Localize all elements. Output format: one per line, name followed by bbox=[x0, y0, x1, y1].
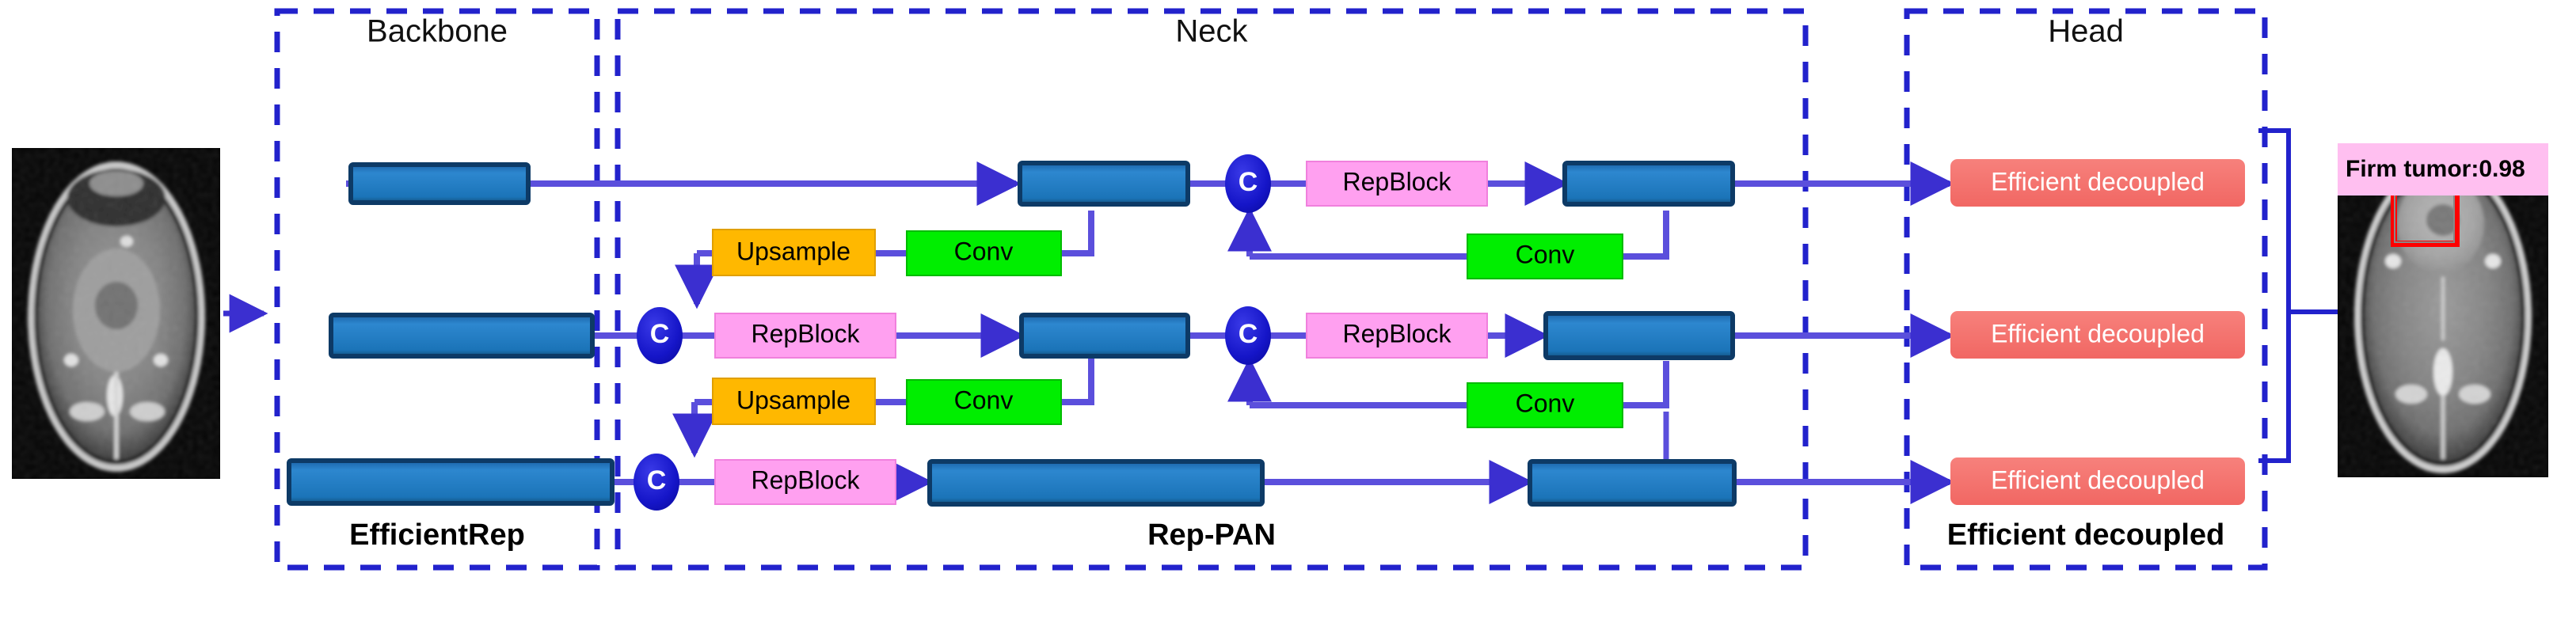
upsample-1-box[interactable] bbox=[712, 229, 876, 276]
detect-head-large-label: Efficient decoupled bbox=[1991, 167, 2205, 196]
conv-top-box[interactable] bbox=[906, 230, 1062, 276]
conv-mid-box[interactable] bbox=[906, 379, 1062, 425]
neck-block-n6 bbox=[1528, 459, 1737, 507]
neck-conv-blocks: Conv Conv Conv Conv bbox=[906, 230, 1623, 428]
concat-4-circle[interactable] bbox=[1225, 306, 1271, 365]
detect-head-medium-box[interactable] bbox=[1950, 311, 2245, 359]
edge-conv4-to-n5 bbox=[1622, 361, 1669, 408]
concat-2-label: C bbox=[647, 465, 667, 495]
concat-1-label: C bbox=[650, 319, 670, 349]
concat-1-circle[interactable] bbox=[637, 307, 683, 364]
neck-block-n1 bbox=[1018, 161, 1190, 207]
backbone-section-footer: EfficientRep bbox=[349, 518, 525, 552]
repblock-2-label: RepBlock bbox=[751, 465, 861, 494]
head-section-footer: Efficient decoupled bbox=[1947, 518, 2224, 552]
neck-repblocks: RepBlock RepBlock RepBlock RepBlock bbox=[714, 161, 1488, 505]
concat-2-circle[interactable] bbox=[634, 454, 679, 511]
conv-down-2-label: Conv bbox=[1516, 389, 1575, 417]
neck-feature-blocks bbox=[927, 161, 1737, 507]
edge-branch-layer bbox=[1088, 211, 1669, 459]
upsample-2-label: Upsample bbox=[736, 385, 850, 414]
head-detect-blocks: Efficient decoupled Efficient decoupled … bbox=[1950, 159, 2245, 505]
repblock-4-label: RepBlock bbox=[1343, 319, 1452, 347]
upsample-1-label: Upsample bbox=[736, 237, 850, 265]
repblock-2-box[interactable] bbox=[714, 459, 896, 505]
detect-head-small-box[interactable] bbox=[1950, 457, 2245, 505]
backbone-blocks bbox=[287, 162, 615, 506]
neck-block-n4 bbox=[1562, 161, 1735, 207]
backbone-stage-p5-block bbox=[348, 162, 531, 205]
repblock-4-box[interactable] bbox=[1306, 313, 1488, 359]
backbone-stage-p4-block bbox=[329, 313, 595, 359]
output-mri-detection: Firm tumor:0.98 bbox=[2338, 143, 2548, 477]
neck-section-footer: Rep-PAN bbox=[1147, 518, 1276, 552]
backbone-section-box bbox=[274, 8, 600, 571]
detect-head-small-label: Efficient decoupled bbox=[1991, 465, 2205, 494]
repblock-3-box[interactable] bbox=[1306, 161, 1488, 207]
repblock-3-label: RepBlock bbox=[1343, 167, 1452, 196]
conv-down-1-box[interactable] bbox=[1467, 233, 1623, 279]
concat-3-circle[interactable] bbox=[1225, 154, 1271, 213]
edge-conv3-to-n4 bbox=[1622, 211, 1669, 260]
input-mri-scan bbox=[12, 148, 220, 479]
detect-head-medium-label: Efficient decoupled bbox=[1991, 319, 2205, 347]
neck-block-n5 bbox=[1543, 311, 1735, 360]
detect-head-large-box[interactable] bbox=[1950, 159, 2245, 207]
neck-section-box bbox=[615, 8, 1809, 571]
neck-block-n3 bbox=[927, 459, 1265, 507]
concat-3-label: C bbox=[1239, 167, 1258, 197]
conv-mid-label: Conv bbox=[954, 385, 1014, 414]
repblock-1-label: RepBlock bbox=[751, 319, 861, 347]
detection-label-text: Firm tumor:0.98 bbox=[2346, 156, 2525, 182]
detection-label-bg bbox=[2338, 143, 2548, 196]
neck-concat-nodes: C C C C bbox=[634, 154, 1271, 511]
conv-down-2-box[interactable] bbox=[1467, 382, 1623, 428]
edge-conv2-to-n2 bbox=[1057, 358, 1094, 405]
head-section-box bbox=[1904, 8, 2268, 571]
conv-down-1-label: Conv bbox=[1516, 240, 1575, 268]
head-section-title: Head bbox=[2048, 14, 2124, 49]
output-bracket bbox=[2258, 128, 2338, 463]
neck-upsample-blocks: Upsample Upsample bbox=[712, 229, 876, 425]
upsample-2-box[interactable] bbox=[712, 378, 876, 425]
neck-block-n2 bbox=[1019, 313, 1190, 359]
concat-4-label: C bbox=[1239, 319, 1258, 349]
backbone-section-title: Backbone bbox=[367, 14, 508, 49]
conv-top-label: Conv bbox=[954, 237, 1014, 265]
repblock-1-box[interactable] bbox=[714, 313, 896, 359]
backbone-stage-p3-block bbox=[287, 458, 615, 506]
neck-section-title: Neck bbox=[1175, 14, 1248, 49]
